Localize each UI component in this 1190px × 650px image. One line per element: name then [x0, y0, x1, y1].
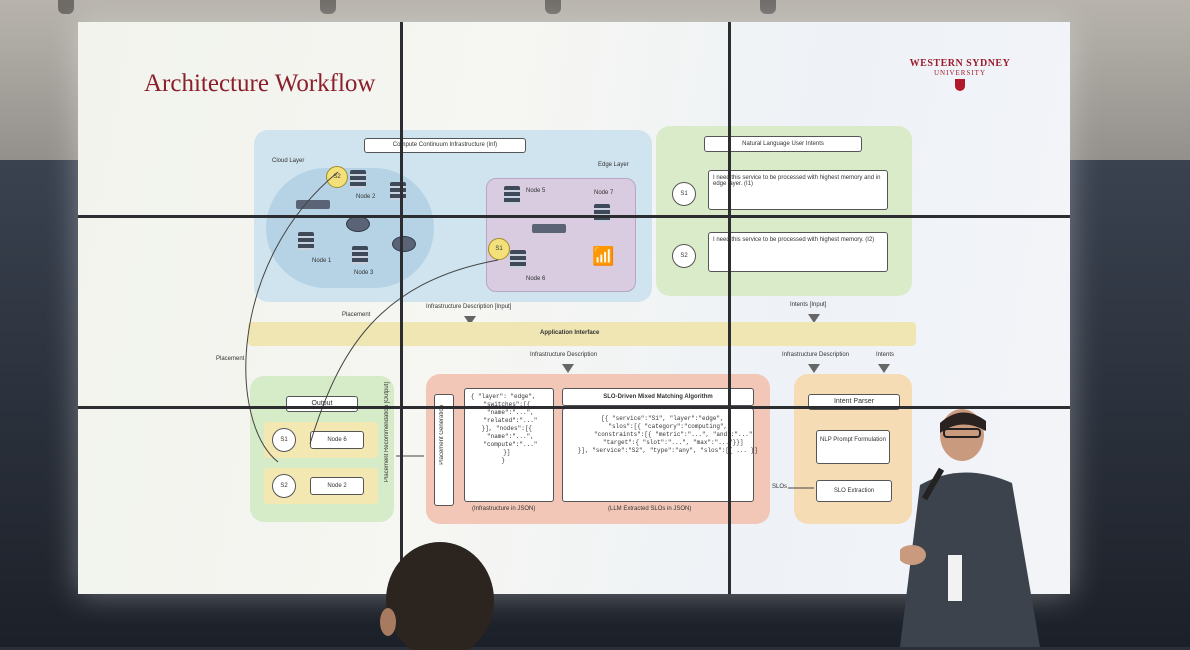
node-label: Node 3	[354, 270, 374, 276]
slo-json: [{ "service":"S1", "layer":"edge", "slos…	[577, 415, 758, 454]
screen-seam	[728, 22, 731, 594]
infra-input-label: Infrastructure Description [Input]	[426, 304, 512, 310]
infrastructure-title: Compute Continuum Infrastructure (Inf)	[364, 138, 526, 153]
intent-service-marker: S2	[672, 244, 696, 268]
switch-icon	[532, 224, 566, 233]
ceiling-light	[58, 0, 74, 14]
server-icon	[350, 170, 366, 188]
node-label: Node 5	[526, 188, 546, 194]
ceiling-light	[760, 0, 776, 14]
arrow-down-icon	[808, 314, 820, 323]
presenter-shirt	[900, 472, 1040, 647]
slo-json-caption: (LLM Extracted SLOs in JSON)	[608, 506, 692, 512]
placement-side-label: Placement	[216, 356, 245, 362]
presenter	[900, 409, 1040, 647]
edge-layer-label: Edge Layer	[598, 162, 629, 168]
output-row: S1 Node 6	[264, 422, 378, 458]
infra-desc-right-label: Infrastructure Description	[782, 352, 850, 358]
intent-parser-panel: Intent Parser NLP Prompt Formulation SLO…	[794, 374, 912, 524]
arrow-down-icon	[562, 364, 574, 373]
intents-right-label: Intents	[876, 352, 895, 358]
ceiling-light	[545, 0, 561, 14]
node-label: Node 7	[594, 190, 614, 196]
microphone-icon	[921, 467, 945, 501]
placement-label: Placement	[342, 312, 371, 318]
router-icon	[392, 236, 416, 252]
logo-sub: UNIVERSITY	[934, 69, 986, 77]
service-s2-marker: S2	[326, 166, 348, 188]
audience-ear	[380, 608, 396, 636]
ceiling-light	[320, 0, 336, 14]
university-logo: WESTERN SYDNEY UNIVERSITY	[908, 58, 1012, 91]
node-label: Node 2	[356, 194, 376, 200]
arrow-down-icon	[464, 316, 476, 325]
server-icon	[298, 232, 314, 250]
screen-seam	[78, 215, 1070, 218]
slide-title: Architecture Workflow	[144, 70, 376, 97]
infrastructure-json: { "layer": "edge", "switches":[{ "name":…	[470, 393, 538, 464]
parser-step: SLO Extraction	[816, 480, 892, 502]
lanyard-badge	[948, 555, 962, 601]
server-icon	[504, 186, 520, 204]
output-panel: Output S1 Node 6 S2 Node 2	[250, 376, 394, 522]
output-service-marker: S2	[272, 474, 296, 498]
server-icon	[352, 246, 368, 264]
output-node: Node 6	[310, 431, 364, 449]
service-s1-marker: S1	[488, 238, 510, 260]
intents-panel: Natural Language User Intents S1 I need …	[656, 126, 912, 296]
parser-step: NLP Prompt Formulation	[816, 430, 890, 464]
output-node: Node 2	[310, 477, 364, 495]
audience-member-head	[380, 542, 494, 650]
wifi-icon: 📶	[592, 246, 615, 266]
cloud-layer-label: Cloud Layer	[272, 158, 305, 164]
logo-name: WESTERN SYDNEY	[909, 58, 1011, 69]
server-icon	[510, 250, 526, 268]
screen-seam	[400, 22, 403, 594]
intent-text: I need this service to be processed with…	[708, 232, 888, 272]
shield-icon	[955, 79, 965, 91]
switch-icon	[296, 200, 330, 209]
audience-hair	[386, 542, 494, 650]
placement-arrow	[245, 171, 339, 463]
slo-arrow-label: SLOs	[772, 484, 788, 490]
matching-algorithm-title: SLO-Driven Mixed Matching Algorithm	[562, 388, 754, 406]
intent-text: I need this service to be processed with…	[708, 170, 888, 210]
output-row: S2 Node 2	[264, 468, 378, 504]
intents-title: Natural Language User Intents	[704, 136, 862, 152]
output-service-marker: S1	[272, 428, 296, 452]
presenter-hand	[900, 545, 926, 565]
placement-arrow	[309, 259, 499, 445]
screen-seam	[78, 406, 1070, 409]
projection-screen: Architecture Workflow WESTERN SYDNEY UNI…	[78, 22, 1070, 594]
node-label: Node 6	[526, 276, 546, 282]
intents-input-label: Intents [Input]	[790, 302, 827, 308]
placement-generation-box: Placement Generation	[434, 394, 454, 506]
infrastructure-json-caption: (Infrastructure in JSON)	[472, 506, 536, 512]
glasses-icon	[943, 428, 981, 438]
infra-desc-label: Infrastructure Description	[530, 352, 598, 358]
application-interface-band: Application Interface	[248, 322, 916, 346]
intent-service-marker: S1	[672, 182, 696, 206]
app-interface-label: Application Interface	[540, 330, 600, 336]
flow-arrows	[245, 171, 814, 489]
arrow-down-icon	[878, 364, 890, 373]
arrow-down-icon	[808, 364, 820, 373]
presenter-hair	[940, 412, 986, 433]
node-label: Node 1	[312, 258, 332, 264]
